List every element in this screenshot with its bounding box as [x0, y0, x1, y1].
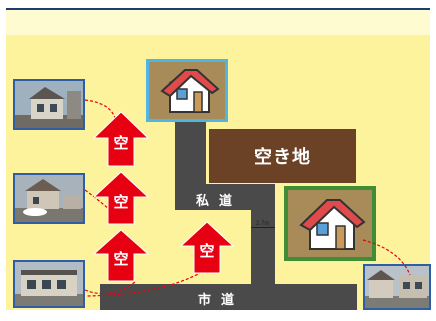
- vacant-arrow-1: 空: [92, 110, 150, 168]
- vacant-arrow-3: 空: [92, 228, 150, 283]
- vacant-arrow-label: 空: [199, 242, 215, 260]
- city-road-label: 市道: [198, 292, 245, 307]
- vacant-arrow-label: 空: [113, 250, 129, 268]
- private-road-label: 私道: [196, 193, 243, 208]
- vacant-lot-box: 空き地: [209, 129, 356, 183]
- house-top: [146, 59, 228, 122]
- top-strip: [0, 0, 436, 9]
- house-icon: [160, 68, 220, 113]
- vacant-arrow-label: 空: [113, 134, 129, 152]
- house-icon: [299, 198, 366, 250]
- road-width-line: [251, 227, 275, 228]
- road-width-label: 2.7m: [256, 221, 270, 227]
- house-photo-1: [13, 79, 85, 130]
- private-road-lower: [251, 184, 275, 286]
- house-photo-4: [363, 264, 431, 310]
- vacant-arrow-label: 空: [113, 193, 129, 211]
- house-photo-2: [13, 173, 85, 224]
- vacant-arrow-2: 空: [92, 170, 150, 226]
- house-right: [284, 186, 376, 261]
- header-band: [6, 10, 430, 35]
- vacant-arrow-4: 空: [179, 220, 235, 275]
- top-rule: [6, 8, 430, 10]
- house-photo-3: [13, 260, 85, 308]
- vacant-lot-label: 空き地: [254, 147, 311, 168]
